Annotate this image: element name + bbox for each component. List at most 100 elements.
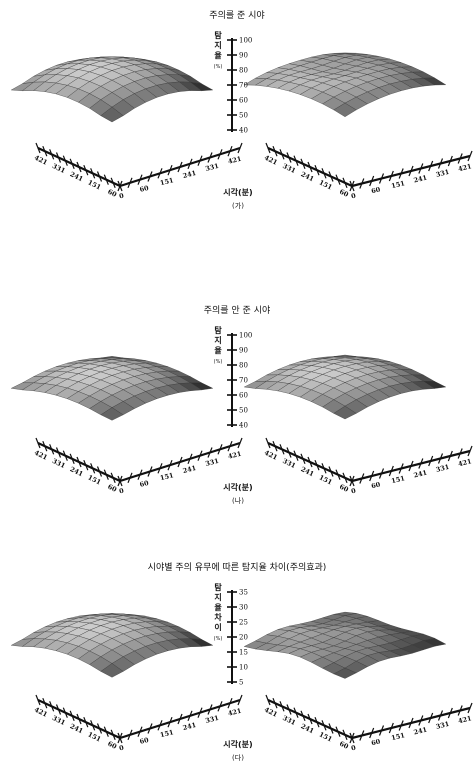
floor-tick [359,473,365,484]
floor-tick [177,713,183,725]
floor-tick [167,716,173,728]
floor-tick [300,710,306,722]
z-tick-label: 30 [239,604,248,612]
floor-tick [117,180,123,192]
floor-tick-label: 151 [159,728,174,739]
floor-tick [447,155,453,167]
z-tick-label: 70 [239,82,248,90]
floor-tick [286,447,292,458]
floor-tick [335,469,341,480]
floor-tick [177,456,183,468]
floor-tick [293,707,299,718]
floor-tick [359,730,365,741]
floor-tick-label: 0 [350,744,357,753]
z-axis-unit: (%) [214,636,223,642]
panel-3: 시야별 주의 유무에 따른 탐지율 차이(주의효과)5101520253035탐… [10,561,473,762]
floor-tick [103,469,109,480]
z-axis-unit: (%) [214,64,223,70]
floor-tick [279,444,285,455]
floor-tick [265,694,271,706]
floor-tick [286,152,292,163]
floor-tick [76,161,82,173]
floor-tick-label: 60 [139,479,150,489]
z-tick-label: 80 [239,67,248,75]
floor-tick [197,450,203,461]
surface-1 [10,613,214,678]
floor-tick-label: 331 [51,714,67,727]
floor-tick [127,472,133,484]
floor-tick-label: 151 [390,474,405,485]
floor-tick [388,722,394,734]
floor-tick [76,713,82,725]
floor-tick [90,720,96,731]
floor-tick [369,470,375,482]
floor-tick [147,466,153,477]
floor-tick-label: 331 [281,457,297,470]
floor-tick-label: 151 [87,178,103,191]
surface-cell [333,405,357,420]
floor-tick-label: 241 [300,722,316,735]
floor-tick [110,729,116,741]
floor-tick [157,168,163,179]
floor-tick-label: 421 [457,714,472,725]
floor-tick [418,715,424,726]
floor-tick [428,455,434,467]
floor-tick [237,694,243,706]
panel-title: 시야별 주의 유무에 따른 탐지율 차이(주의효과) [148,561,327,573]
floor-tick [418,163,424,174]
floor-tick [378,725,385,736]
floor-tick [293,155,299,166]
floor-tick [408,717,414,729]
floor-tick-label: 60 [370,480,381,490]
floor-tick [437,453,444,464]
surface-cell [100,663,124,678]
z-tick-label: 25 [239,619,248,627]
floor-tick-label: 0 [350,192,357,201]
floor-tick-label: 241 [69,465,85,478]
panel-label: (다) [232,753,244,762]
panel-title: 주의를 안 준 시야 [204,305,271,316]
floor-tick [147,723,153,734]
floor-tick [69,158,75,170]
floor-tick [349,475,355,487]
floor-tick-label: 331 [51,457,67,470]
floor-tick [96,466,103,477]
floor-tick [42,145,48,157]
surface-2 [243,354,447,420]
floor-tick-label: 60 [106,188,118,199]
floor-tick [447,450,453,462]
floor-tick [187,710,193,722]
floor-tick [49,701,55,712]
floor-tick [197,155,203,166]
floor-tick [342,729,348,741]
floor-tick [55,152,62,163]
floor-tick [279,701,285,712]
surface-cell [100,356,124,359]
z-tick-label: 10 [239,664,248,672]
floor-tick [35,142,41,154]
floor-tick [69,710,75,722]
floor-tick [314,164,320,176]
floor-tick-label: 331 [435,168,450,179]
floor-tick [110,177,116,189]
floor-tick [388,465,394,477]
floor-tick [103,174,109,185]
floor-tick [447,707,453,719]
floor-tick [217,149,223,160]
floor-tick-label: 151 [159,471,174,482]
floor-tick [207,447,213,458]
floor-tick-label: 331 [205,162,220,173]
floor-tick [328,171,334,182]
floor-tick [90,168,96,179]
floor-tick [127,177,133,189]
floor-tick [83,716,89,728]
floor-tick-label: 60 [106,483,118,494]
floor-tick [96,723,103,734]
floor-tick [157,720,163,731]
